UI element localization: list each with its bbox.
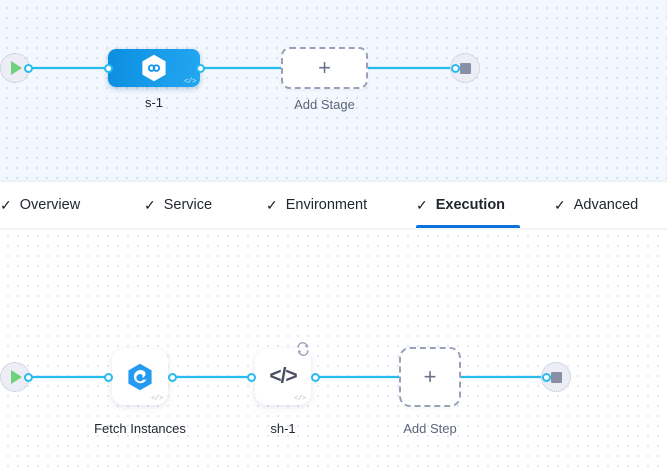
check-icon: ✓ [0, 197, 12, 213]
fetch-instances-in-port[interactable] [104, 373, 113, 382]
sh-1-out-port[interactable] [311, 373, 320, 382]
step-node-fetch-instances[interactable]: </> [112, 349, 168, 405]
check-icon: ✓ [554, 197, 566, 213]
add-stage-button[interactable]: + [281, 47, 368, 89]
step-edges [22, 375, 546, 379]
stage-node-in-port[interactable] [104, 64, 113, 73]
tab-service[interactable]: ✓ Service [144, 182, 216, 228]
step-end-port[interactable] [542, 373, 551, 382]
stop-icon [459, 62, 471, 74]
tab-active-underline [416, 225, 520, 228]
plus-icon: + [318, 55, 331, 80]
check-icon: ✓ [266, 197, 278, 213]
fetch-instances-label: Fetch Instances [94, 421, 186, 436]
stage-end-port[interactable] [451, 64, 460, 73]
code-icon: </> [269, 364, 297, 388]
tab-execution[interactable]: ✓ Execution [416, 182, 520, 228]
stage-config-tabs: ✓ Overview ✓ Service ✓ Environment ✓ Exe… [0, 182, 667, 228]
sh-1-label: sh-1 [270, 421, 296, 436]
stage-code-badge: </> [183, 78, 197, 86]
check-icon: ✓ [416, 197, 428, 213]
tab-advanced[interactable]: ✓ Advanced [554, 182, 654, 228]
add-step-label: Add Step [403, 421, 457, 436]
pipeline-stage-canvas[interactable]: </> s-1 + Add Stage [0, 0, 667, 182]
tab-overview[interactable]: ✓ Overview [0, 182, 84, 228]
stage-node-out-port[interactable] [196, 64, 205, 73]
play-icon [11, 370, 22, 384]
tab-advanced-label: Advanced [573, 197, 639, 213]
stop-icon [550, 371, 562, 383]
harness-hexagon-icon [128, 363, 152, 391]
hexagon-infinity-icon [142, 54, 166, 82]
tab-execution-label: Execution [435, 197, 506, 213]
sh-1-in-port[interactable] [247, 373, 256, 382]
stage-node-label: s-1 [144, 95, 164, 110]
tab-overview-label: Overview [19, 197, 81, 213]
stage-edges [22, 66, 455, 70]
fetch-instances-out-port[interactable] [168, 373, 177, 382]
tab-service-label: Service [163, 197, 213, 213]
step-code-badge: </> [150, 395, 164, 403]
step-start-port[interactable] [24, 373, 33, 382]
plus-icon: + [423, 364, 437, 389]
add-stage-label: Add Stage [294, 97, 355, 112]
tab-environment-label: Environment [285, 197, 368, 213]
loop-icon [297, 342, 309, 356]
play-icon [11, 61, 22, 75]
add-step-button[interactable]: + [399, 347, 461, 407]
check-icon: ✓ [144, 197, 156, 213]
execution-steps-canvas[interactable]: </> Fetch Instances </> </> sh-1 + Add S… [0, 228, 667, 475]
stage-node-s-1[interactable]: </> [108, 49, 200, 87]
step-node-sh-1[interactable]: </> </> [255, 349, 311, 405]
tab-environment[interactable]: ✓ Environment [266, 182, 376, 228]
step-code-badge: </> [293, 395, 307, 403]
stage-start-port[interactable] [24, 64, 33, 73]
